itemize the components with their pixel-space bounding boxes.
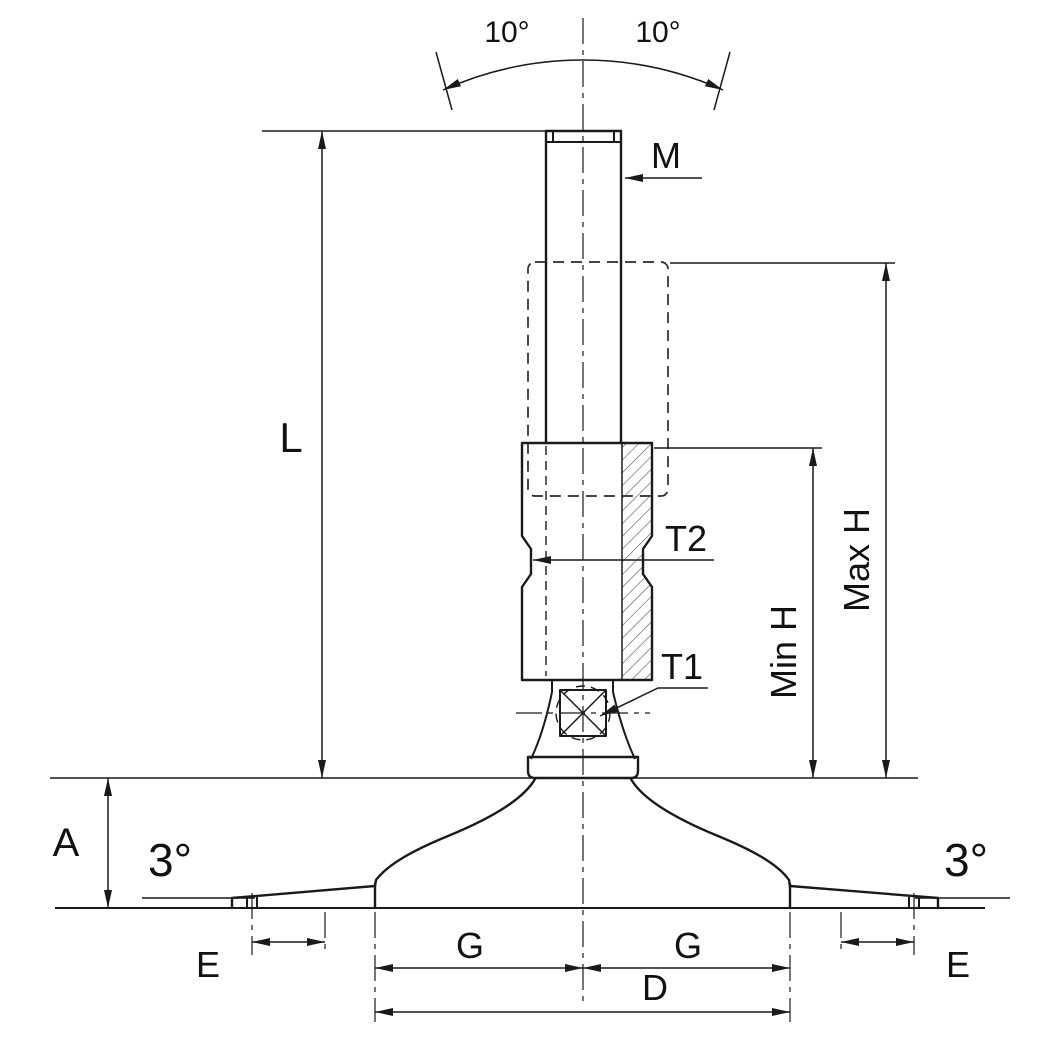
t2-callout: T2 bbox=[533, 518, 714, 564]
tilt-boundary-right bbox=[713, 51, 731, 111]
e-left-label: E bbox=[196, 944, 220, 985]
tilt-angle-dimension: 10° 10° bbox=[435, 16, 731, 111]
t1-label: T1 bbox=[661, 646, 703, 687]
tilt-arc bbox=[442, 59, 724, 91]
tilt-right-label: 10° bbox=[635, 16, 680, 49]
tilt-left-label: 10° bbox=[484, 16, 529, 49]
dimension-E: E E bbox=[196, 938, 970, 985]
socket-left-flare bbox=[530, 691, 553, 760]
centerlines bbox=[251, 18, 915, 1022]
base-foot bbox=[230, 777, 940, 910]
g-right-label: G bbox=[674, 925, 702, 966]
t1-leader-line bbox=[599, 687, 708, 717]
taper-right-label: 3° bbox=[944, 834, 988, 886]
m-label: M bbox=[651, 135, 681, 176]
d-label: D bbox=[642, 967, 668, 1008]
sleeve-outline bbox=[520, 441, 654, 682]
plate-top-left-slope bbox=[230, 884, 377, 900]
min-h-label: Min H bbox=[763, 605, 804, 699]
socket-right-flare bbox=[612, 691, 636, 760]
adjusting-sleeve bbox=[520, 441, 654, 682]
cone-left-profile bbox=[373, 777, 537, 888]
phantom-sleeve-outline bbox=[527, 261, 669, 497]
nut-section-hatch bbox=[622, 443, 652, 680]
cone-right-profile bbox=[629, 777, 792, 888]
phantom-raised-position bbox=[527, 261, 669, 497]
t1-callout: T1 bbox=[599, 646, 708, 717]
plate-top-right-slope bbox=[788, 884, 940, 900]
ball-cross-2 bbox=[559, 689, 607, 737]
dimension-max-h: Max H bbox=[836, 263, 890, 778]
a-label: A bbox=[53, 821, 80, 865]
max-h-label: Max H bbox=[836, 508, 877, 612]
dimension-A: A bbox=[53, 778, 112, 908]
g-left-label: G bbox=[456, 925, 484, 966]
e-right-label: E bbox=[946, 944, 970, 985]
l-label: L bbox=[279, 414, 302, 461]
thread-callout: M bbox=[625, 135, 702, 182]
reference-lines bbox=[50, 130, 1010, 909]
tilt-boundary-left bbox=[435, 51, 453, 111]
dimension-min-h: Min H bbox=[763, 448, 817, 778]
t2-label: T2 bbox=[665, 518, 707, 559]
dimension-D: D bbox=[375, 967, 790, 1016]
taper-angle-labels: 3° 3° bbox=[148, 834, 988, 886]
dimension-G: G G bbox=[375, 925, 790, 972]
threaded-stud bbox=[544, 129, 623, 445]
taper-left-label: 3° bbox=[148, 834, 192, 886]
dimension-L: L bbox=[279, 131, 326, 778]
